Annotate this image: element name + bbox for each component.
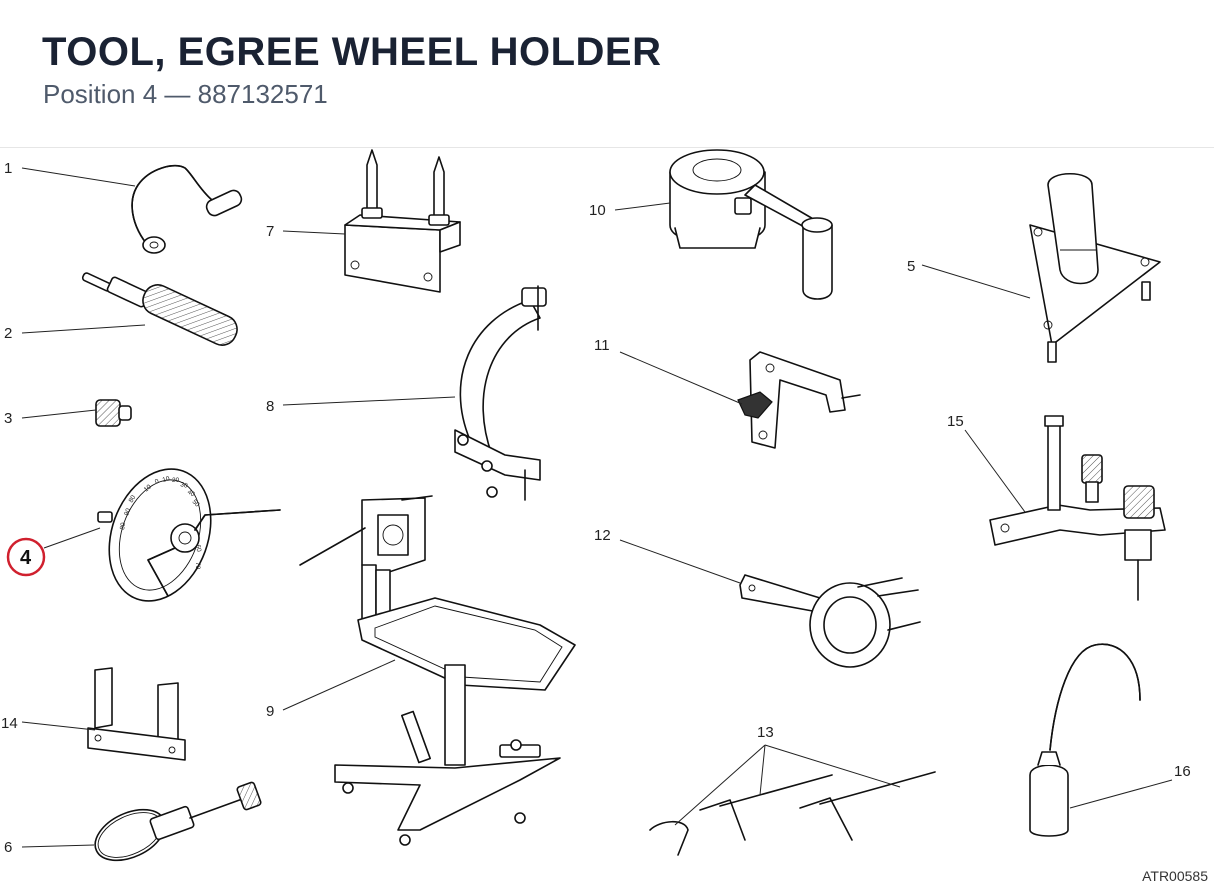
- callout-7: 7: [266, 223, 274, 240]
- callout-16: 16: [1174, 763, 1191, 780]
- page-title: TOOL, EGREE WHEEL HOLDER: [42, 30, 662, 74]
- header-divider: [0, 147, 1214, 148]
- part-3-knurled-nut[interactable]: [95, 399, 132, 427]
- svg-text:80: 80: [119, 522, 127, 531]
- part-16-bottle-with-tube[interactable]: [1029, 643, 1141, 837]
- callout-15: 15: [947, 413, 964, 430]
- part-14-u-frame[interactable]: [87, 667, 186, 761]
- callout-13: 13: [757, 724, 774, 741]
- callout-9: 9: [266, 703, 274, 720]
- callout-1: 1: [4, 160, 12, 177]
- part-12-ring-tool[interactable]: [739, 574, 921, 668]
- callout-8: 8: [266, 398, 274, 415]
- callout-12: 12: [594, 527, 611, 544]
- part-9-stand-with-tray[interactable]: [299, 495, 576, 846]
- part-5-triangle-plate[interactable]: [1029, 173, 1161, 363]
- svg-text:10: 10: [143, 483, 153, 493]
- leader-lines: [21, 167, 1173, 848]
- svg-text:80: 80: [128, 494, 138, 504]
- part-6-strap-wrench[interactable]: [87, 781, 262, 871]
- svg-text:70: 70: [194, 562, 201, 570]
- callout-14: 14: [1, 715, 18, 732]
- callout-6: 6: [4, 839, 12, 856]
- part-8-arch-bracket[interactable]: [454, 285, 547, 501]
- part-7-pin-bracket[interactable]: [344, 149, 461, 293]
- part-11-offset-bracket[interactable]: [737, 351, 861, 449]
- svg-text:10: 10: [162, 475, 171, 484]
- callout-labels: 1 2 3 4 5 6 7 8 9 10 11 12 13 14 15 16: [1, 160, 1191, 856]
- svg-text:0: 0: [154, 478, 161, 486]
- callout-10: 10: [589, 202, 606, 219]
- part-4-degree-wheel-holder[interactable]: 10 0 10 20 30 40 50 60 70 80 90 80: [92, 455, 281, 616]
- svg-text:40: 40: [186, 489, 196, 499]
- part-1-hook-tool[interactable]: [131, 164, 244, 254]
- svg-text:50: 50: [191, 498, 201, 508]
- callout-4-highlight-ring: [6, 537, 46, 577]
- drawing-reference: ATR00585: [1142, 868, 1208, 884]
- svg-text:60: 60: [194, 544, 202, 553]
- svg-text:20: 20: [172, 477, 180, 484]
- part-13-fork-tools[interactable]: [649, 771, 936, 856]
- callout-5: 5: [907, 258, 915, 275]
- page-subtitle: Position 4 — 887132571: [43, 79, 328, 109]
- dial-scale: 10 0 10 20 30 40 50 60 70 80 90 80: [119, 475, 202, 569]
- part-2-knurled-handle[interactable]: [81, 272, 242, 350]
- callout-4: 4: [20, 547, 32, 569]
- callout-3: 3: [4, 410, 12, 427]
- svg-text:30: 30: [179, 481, 188, 490]
- part-15-bridge-tool[interactable]: [989, 415, 1166, 601]
- callout-11: 11: [594, 337, 610, 354]
- callout-2: 2: [4, 325, 12, 342]
- part-10-rotor-with-arm[interactable]: [669, 149, 833, 300]
- svg-text:90: 90: [123, 507, 132, 517]
